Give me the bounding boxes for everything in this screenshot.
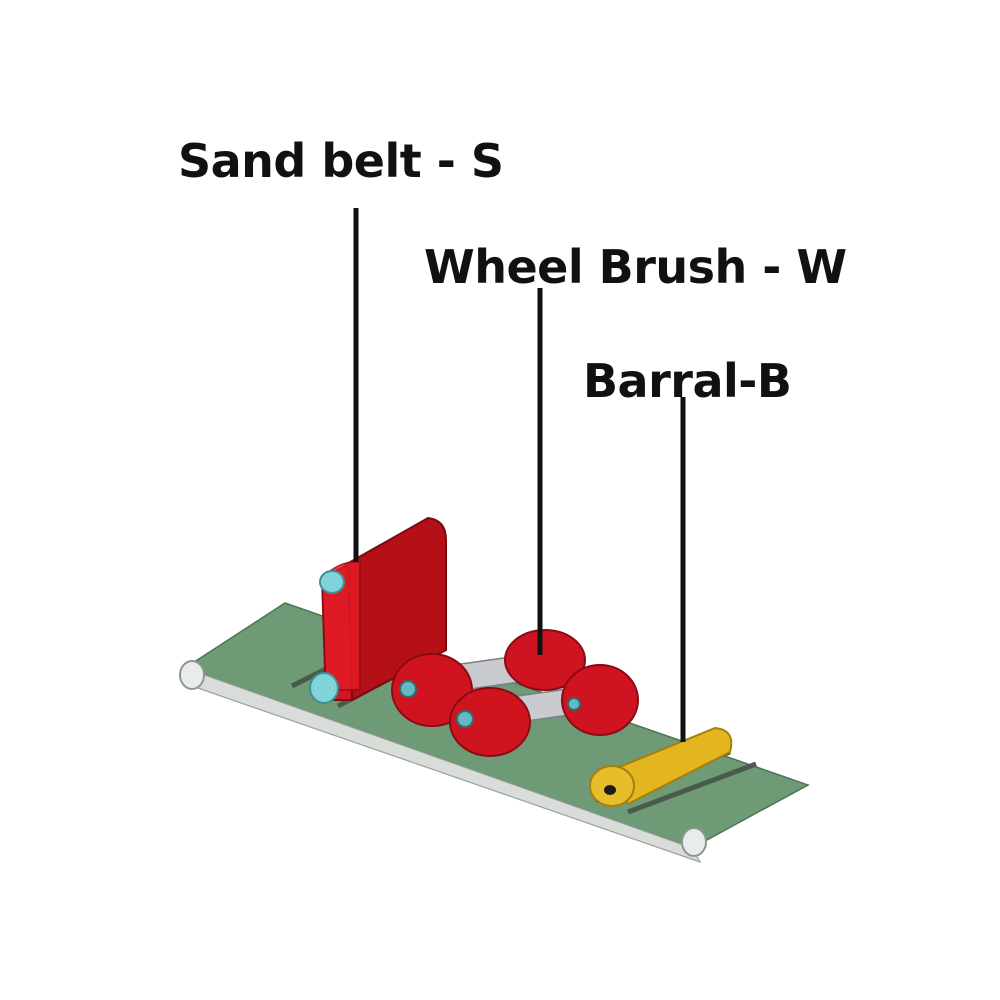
belt-rail	[627, 761, 757, 815]
sand-belt-bottom-roller	[309, 672, 339, 704]
belt-end-roller-left	[179, 660, 205, 690]
sand-belt-top-roller	[319, 570, 345, 594]
wheel-hub	[399, 680, 417, 698]
brush-wheel	[561, 664, 639, 736]
label-wheel-brush: Wheel Brush - W	[424, 240, 847, 294]
wheel-hub	[567, 697, 581, 711]
wheel-hub	[456, 710, 474, 728]
brush-wheel	[391, 653, 473, 727]
wheel-brush-unit	[391, 629, 639, 757]
brush-wheel	[449, 687, 531, 757]
label-sand-belt: Sand belt - S	[178, 134, 504, 188]
barrel-unit	[589, 726, 733, 807]
label-barral: Barral-B	[583, 354, 792, 408]
belt-end-roller-right	[681, 827, 707, 857]
brush-wheel	[504, 629, 586, 691]
barrel-hole	[604, 785, 616, 795]
barrel-body	[610, 726, 733, 806]
